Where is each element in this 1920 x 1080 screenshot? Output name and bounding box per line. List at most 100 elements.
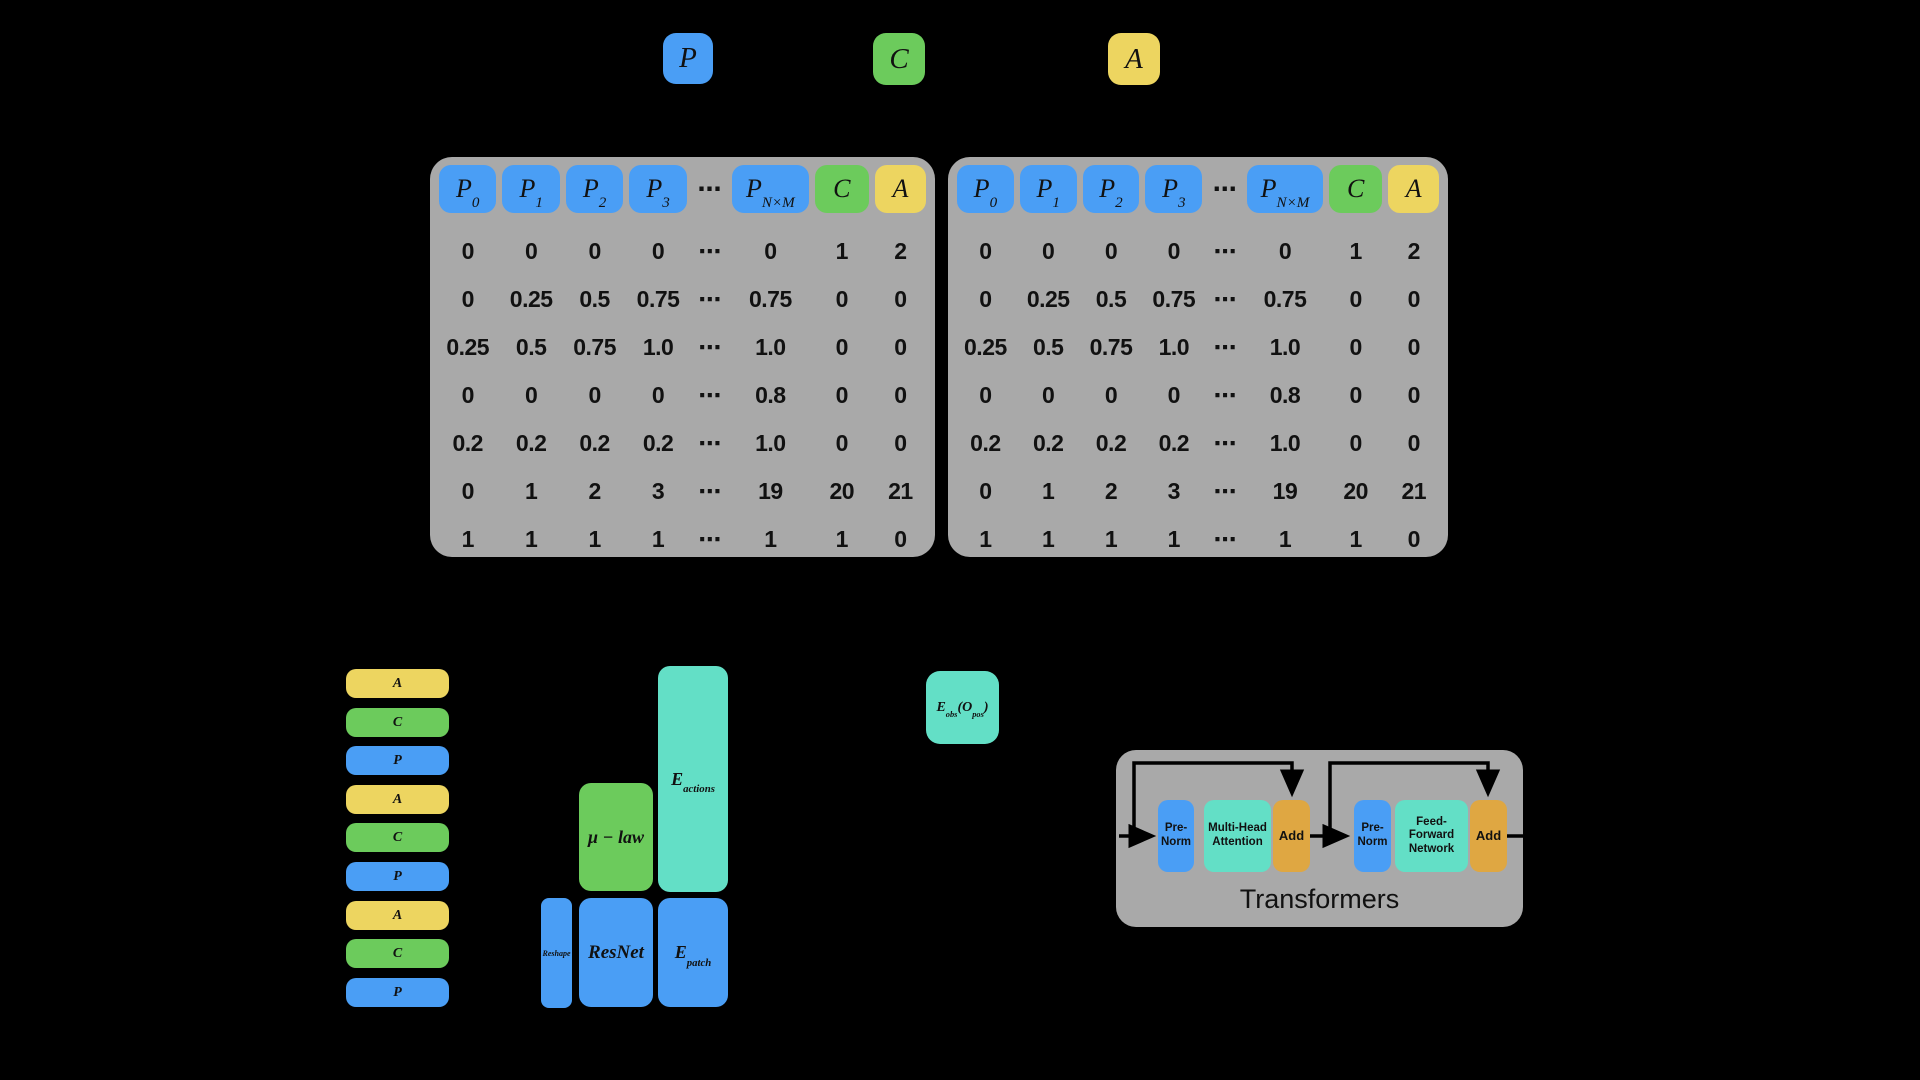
residual-arrows-svg: [1119, 761, 1527, 849]
e-obs-label: Eobs(Opos): [936, 699, 989, 719]
resnet-label: ResNet: [588, 941, 644, 963]
table-cell: 0: [1042, 237, 1055, 264]
residual-skip-arrow-1: [1132, 761, 1305, 836]
legend-token-c-label: C: [889, 42, 909, 75]
stack-token-a: A: [346, 901, 449, 930]
stack-token-p: P: [346, 746, 449, 775]
table-cell: 1.0: [1269, 429, 1301, 456]
header-token-box: PN×M: [1247, 165, 1323, 213]
table-cell: 0: [461, 477, 475, 504]
table-cell: 0.75: [573, 333, 616, 360]
table-cell: 1.0: [642, 333, 674, 360]
e-obs-block: Eobs(Opos): [926, 671, 999, 744]
e-actions-block: Eactions: [658, 666, 728, 892]
header-token-label: P3: [646, 174, 669, 211]
add-1-block: Add: [1273, 800, 1310, 872]
stack-token-a: A: [346, 669, 449, 698]
stack-token-label: P: [393, 868, 402, 884]
table-cell: 0.5: [1095, 285, 1127, 312]
table-cell: 0.25: [509, 285, 553, 312]
table-cell: 0: [1278, 237, 1292, 264]
table-cell: 0: [979, 477, 992, 504]
header-token-sub: 0: [471, 195, 480, 212]
table-cell: 3: [651, 477, 665, 504]
header-p3: P3: [1145, 165, 1203, 213]
header-token-label: P0: [974, 174, 997, 211]
table-cell: 1: [588, 525, 601, 552]
table-cell: 0.75: [1152, 285, 1196, 312]
table-cell: 0: [588, 381, 601, 408]
table-cell: 2: [1104, 477, 1118, 504]
header-token-base: P: [519, 174, 536, 203]
table-cell: 0.75: [1089, 333, 1133, 360]
header-token-label: P3: [1162, 174, 1185, 211]
pre-norm-2-block: Pre- Norm: [1354, 800, 1391, 872]
table-cell: 0.75: [748, 285, 792, 312]
table-cell: 0.2: [452, 429, 483, 456]
table-cell: 1: [1349, 237, 1362, 264]
table-cell: 0: [1349, 333, 1362, 360]
header-token-base: P: [1036, 174, 1053, 203]
table-cell: 0.2: [1158, 429, 1190, 456]
stack-token-label: P: [393, 984, 402, 1000]
table-cell: 0: [835, 429, 849, 456]
table-cell: 1: [525, 477, 538, 504]
table-cell: 0.5: [515, 333, 547, 360]
header-p0: P0: [439, 165, 497, 213]
table-cell: 0: [1104, 237, 1118, 264]
header-token-sub: 2: [1115, 195, 1123, 212]
table-cell: 20: [829, 477, 855, 504]
header-token-box: P3: [629, 165, 687, 213]
table-cell: 0: [461, 381, 475, 408]
table-cell: 1.0: [1158, 333, 1190, 360]
stack-token-p: P: [346, 862, 449, 891]
table-cell: 0: [979, 381, 992, 408]
table-cell: ⋯: [698, 237, 721, 264]
table-cell: 0.2: [642, 429, 674, 456]
table-cell: 1.0: [1269, 333, 1301, 360]
table-cell: 0.75: [1263, 285, 1307, 312]
stack-token-c: C: [346, 939, 449, 968]
stack-token-label: C: [392, 829, 403, 845]
multi-head-attention-block: Multi-Head Attention: [1204, 800, 1271, 872]
header-pnxm: PN×M: [1247, 165, 1323, 213]
table-cell: 1: [835, 525, 849, 552]
table-cell: 1: [835, 237, 849, 264]
table-cell: 0: [1167, 237, 1181, 264]
header-p3: P3: [629, 165, 687, 213]
mu-law-label: μ − law: [588, 826, 644, 847]
table-cell: 0.25: [964, 333, 1007, 360]
mu-law-block: μ − law: [579, 783, 653, 891]
header-p2: P2: [565, 165, 624, 213]
table-cell: ⋯: [1213, 285, 1236, 312]
table-cell: 1: [979, 525, 992, 552]
table-cell: 0: [525, 237, 538, 264]
header-dots: ⋯: [697, 175, 722, 203]
table-cell: 0.25: [446, 333, 490, 360]
header-token-base: P: [746, 174, 762, 203]
table-cell: 0: [651, 381, 665, 408]
header-p2: P2: [1082, 165, 1140, 213]
legend-token-p-label: P: [679, 42, 697, 74]
table-cell: 0: [651, 237, 665, 264]
reshape-block: Reshape: [541, 898, 572, 1008]
table-cell: 0: [525, 381, 538, 408]
header-a: A: [1388, 165, 1439, 213]
table-cell: 1: [461, 525, 475, 552]
header-token-base: P: [646, 174, 663, 203]
e-patch-label: Epatch: [674, 942, 712, 969]
legend-token-a: A: [1108, 33, 1160, 85]
header-token-base: C: [833, 174, 851, 203]
header-token-box: P1: [502, 165, 560, 213]
header-token-base: P: [1099, 174, 1116, 203]
legend-token-c: C: [873, 33, 925, 85]
table-cell: 2: [1407, 237, 1421, 264]
table-cell: 0.2: [1095, 429, 1127, 456]
header-token-box: C: [814, 165, 869, 213]
legend-token-a-label: A: [1125, 42, 1143, 75]
table-cell: 21: [888, 477, 913, 504]
stack-token-a: A: [346, 785, 449, 814]
header-pnxm: PN×M: [732, 165, 809, 213]
header-token-sub: 2: [598, 195, 607, 212]
table-cell: ⋯: [1213, 381, 1236, 408]
